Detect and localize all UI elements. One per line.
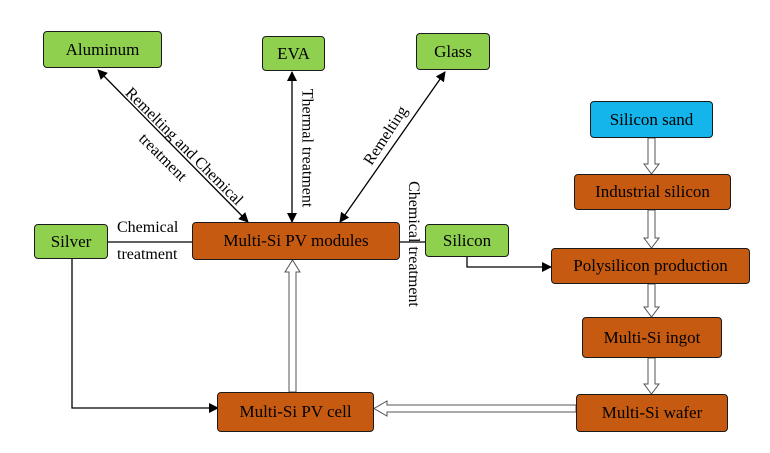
hollow-arrow-wafer-cell xyxy=(372,400,577,417)
hollow-arrow-polysilicon-ingot xyxy=(643,283,660,318)
node-silver: Silver xyxy=(34,224,108,259)
arrow-silver-cell xyxy=(71,258,219,413)
node-multi-si-pv-modules: Multi-Si PV modules xyxy=(192,222,400,260)
node-silicon-sand: Silicon sand xyxy=(590,101,713,138)
hollow-arrow-ingot-wafer xyxy=(643,357,660,395)
arrow-modules-glass xyxy=(339,71,446,223)
node-glass: Glass xyxy=(416,33,490,70)
hollow-arrow-cell-modules xyxy=(284,259,301,393)
node-multi-si-pv-cell: Multi-Si PV cell xyxy=(217,392,374,432)
node-multi-si-wafer: Multi-Si wafer xyxy=(576,394,728,432)
node-polysilicon-production: Polysilicon production xyxy=(551,248,750,284)
arrow-silicon-polysilicon xyxy=(466,256,552,272)
label-thermal-treatment: Thermal treatment xyxy=(298,88,316,208)
node-multi-si-ingot: Multi-Si ingot xyxy=(582,317,722,358)
node-industrial-silicon: Industrial silicon xyxy=(574,174,731,210)
hollow-arrow-sand-industrial xyxy=(643,137,660,175)
arrow-modules-aluminum xyxy=(97,69,249,223)
node-eva: EVA xyxy=(262,36,325,71)
label-treatment: treatment xyxy=(117,246,178,263)
label-chemical: Chemical xyxy=(117,219,179,236)
node-silicon: Silicon xyxy=(425,224,509,257)
node-aluminum: Aluminum xyxy=(43,31,162,68)
label-chemical-treatment: Chemical treatment xyxy=(404,181,422,307)
hollow-arrow-industrial-polysilicon xyxy=(643,209,660,249)
